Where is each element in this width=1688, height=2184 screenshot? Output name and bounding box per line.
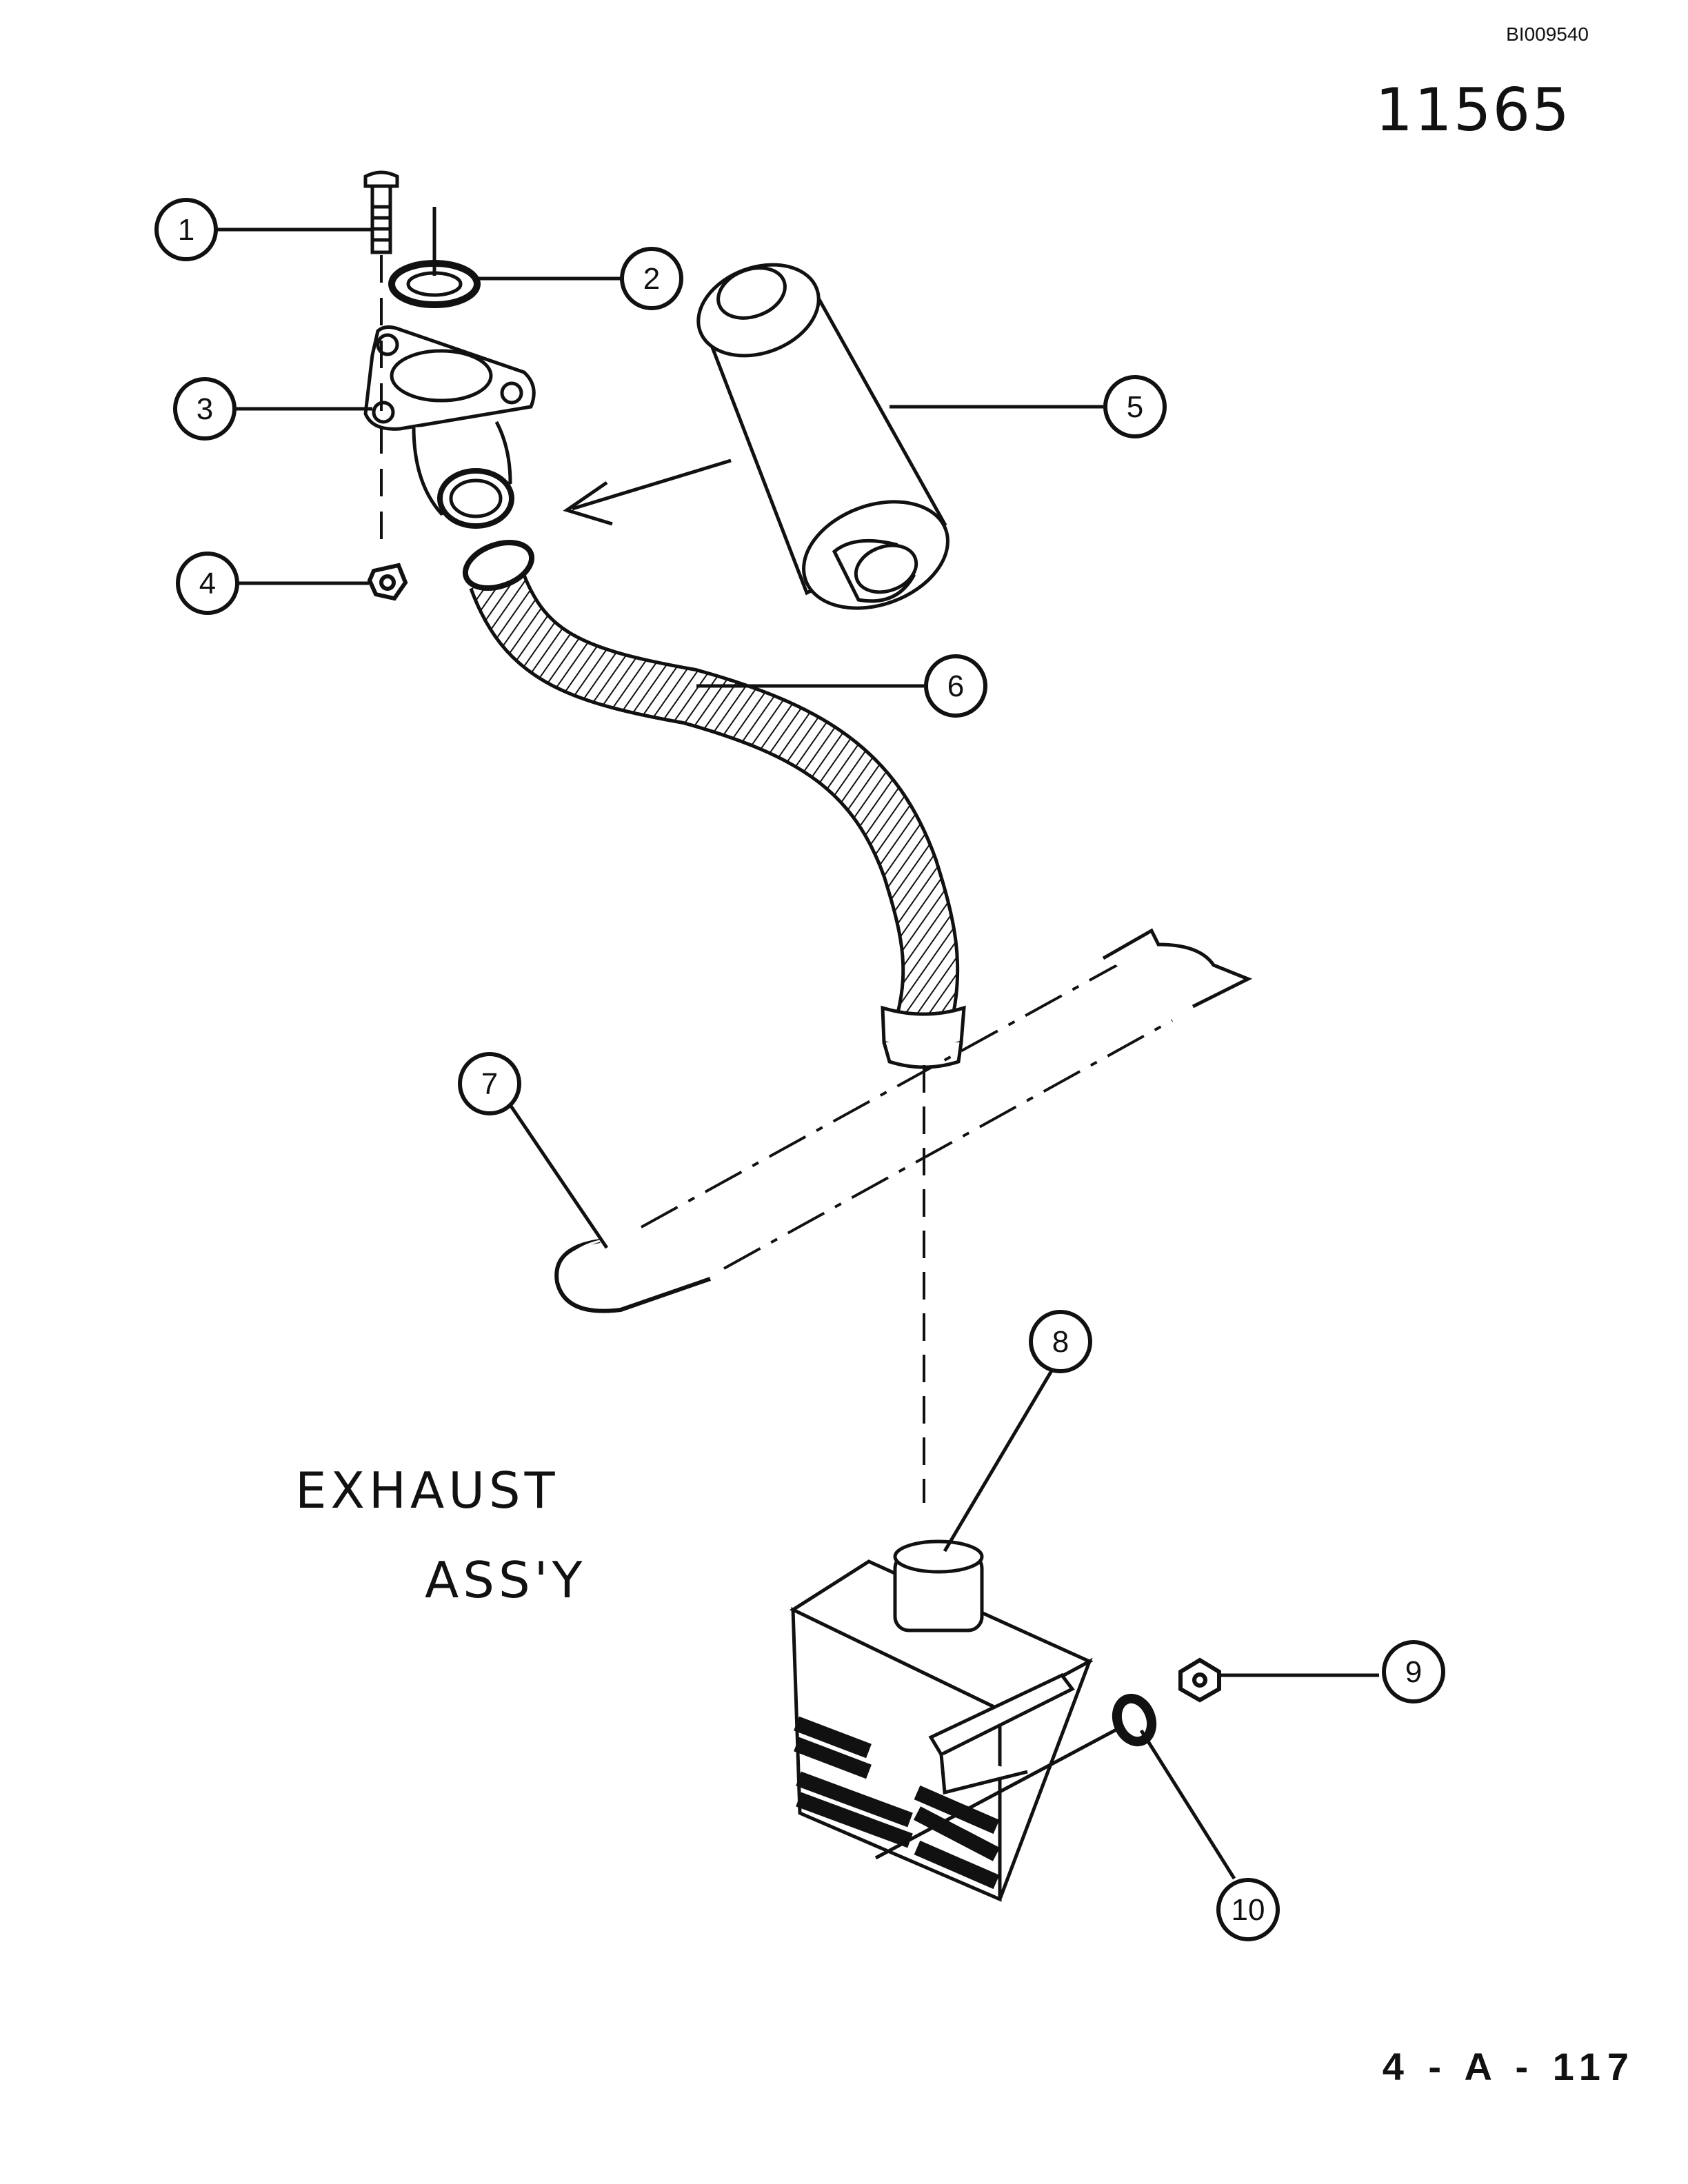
bolt-icon xyxy=(363,170,399,254)
page-reference: 4 - A - 117 xyxy=(1382,2045,1636,2088)
callout-5: 5 xyxy=(1103,375,1167,438)
callout-6: 6 xyxy=(924,654,987,718)
callout-2: 2 xyxy=(620,247,683,310)
callout-8: 8 xyxy=(1029,1310,1092,1373)
callout-9: 9 xyxy=(1382,1640,1445,1703)
callout-label: 3 xyxy=(197,392,213,426)
flow-arrow xyxy=(563,458,732,526)
callout-label: 7 xyxy=(481,1067,498,1101)
callout-label: 10 xyxy=(1232,1893,1265,1927)
document-id: BI009540 xyxy=(1506,23,1589,45)
callout-10: 10 xyxy=(1216,1878,1280,1941)
callout-label: 4 xyxy=(199,567,216,600)
callout-3: 3 xyxy=(173,377,237,441)
diagram-subtitle: ASS'Y xyxy=(425,1551,587,1609)
callout-4: 4 xyxy=(176,552,239,615)
nut-icon xyxy=(1178,1657,1221,1703)
callout-label: 9 xyxy=(1405,1655,1422,1689)
u-bolt-icon xyxy=(554,928,1253,1503)
gasket-icon xyxy=(388,207,481,308)
muffler-icon xyxy=(696,263,950,610)
tail-muffler-icon xyxy=(789,1539,1094,1902)
mounting-stud xyxy=(874,1718,1136,1860)
washer-icon xyxy=(1112,1693,1157,1747)
callout-label: 5 xyxy=(1127,390,1143,424)
callout-label: 1 xyxy=(178,213,194,247)
flex-pipe-icon xyxy=(462,540,966,1069)
flange-icon xyxy=(363,325,536,529)
callout-label: 8 xyxy=(1052,1325,1069,1359)
diagram-title: EXHAUST xyxy=(295,1462,559,1519)
nut-icon xyxy=(367,563,408,601)
leader-lines xyxy=(216,228,1379,1880)
drawing-number: 11565 xyxy=(1375,76,1571,145)
callout-1: 1 xyxy=(154,198,218,261)
callout-7: 7 xyxy=(458,1052,521,1115)
callout-label: 6 xyxy=(947,669,964,703)
callout-label: 2 xyxy=(643,262,660,296)
